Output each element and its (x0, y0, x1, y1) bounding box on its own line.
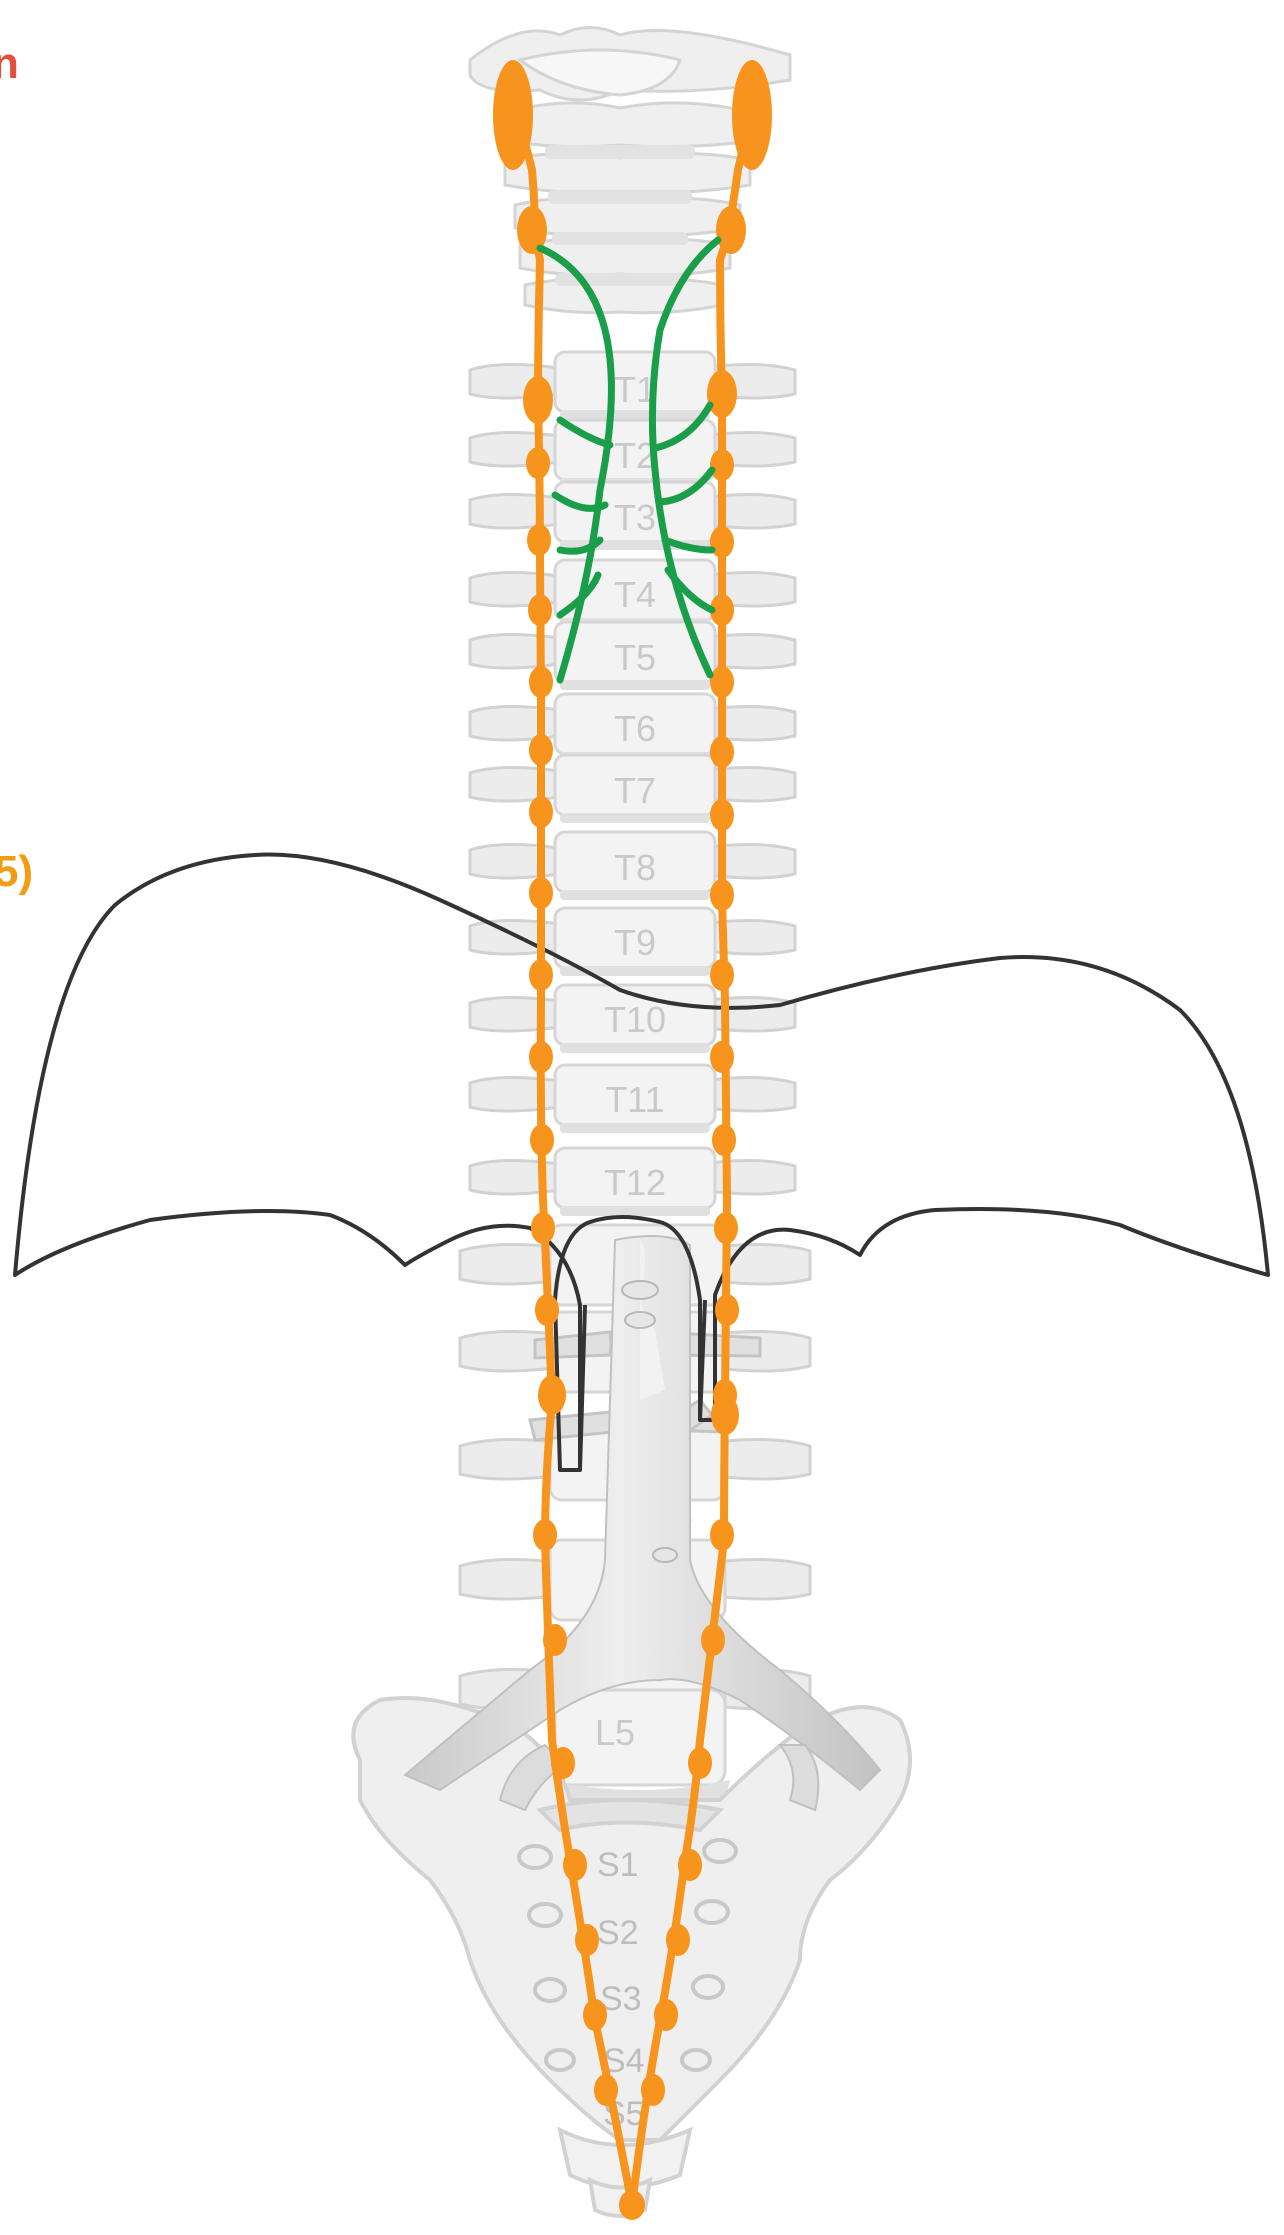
ganglion-node (529, 796, 553, 828)
ganglion-node (688, 1747, 712, 1779)
vertebra-label-t10: T10 (604, 999, 666, 1040)
vertebra-label-t4: T4 (614, 574, 656, 615)
ganglion-node (551, 1747, 575, 1779)
vertebra-t9: T9 (470, 908, 795, 976)
ganglion-node (710, 736, 734, 768)
ganglion-node (530, 1124, 554, 1156)
ganglion-node (707, 370, 737, 418)
edge-label-middle: 5) (0, 847, 33, 896)
ganglion-node (710, 666, 734, 698)
vertebra-label-t12: T12 (604, 1162, 666, 1203)
ganglion-node (529, 959, 553, 991)
ganglion-node (538, 1375, 566, 1415)
ganglion-node (529, 666, 553, 698)
vertebra-label-t7: T7 (614, 770, 656, 811)
ganglion-node (710, 526, 734, 558)
ganglion-node (701, 1624, 725, 1656)
vertebra-t4: T4 (470, 560, 795, 628)
ganglion-node (543, 1624, 567, 1656)
ganglion-node (710, 879, 734, 911)
vertebra-t2: T2 (470, 420, 795, 488)
vertebra-label-t3: T3 (614, 497, 656, 538)
ganglion-node (523, 376, 553, 424)
vertebra-t5: T5 (470, 622, 795, 690)
vertebra-label-t9: T9 (614, 922, 656, 963)
vertebra-label-t11: T11 (605, 1079, 664, 1120)
ganglion-node (528, 594, 552, 626)
ganglion-node (710, 959, 734, 991)
ganglion-node (533, 1519, 557, 1551)
ganglion-node (563, 1849, 587, 1881)
ganglion-node (710, 449, 734, 481)
vertebra-t3: T3 (470, 482, 795, 550)
vertebra-t11: T11 (470, 1065, 795, 1133)
vertebra-label-t6: T6 (614, 708, 656, 749)
vertebra-t12: T12 (470, 1148, 795, 1216)
ganglion-node (529, 734, 553, 766)
vertebra-label-t5: T5 (614, 637, 656, 678)
vertebra-label-l5: L5 (595, 1712, 635, 1753)
ganglion-node (594, 2074, 618, 2106)
vertebra-label-s1: S1 (597, 1846, 639, 1884)
ganglion-node (714, 1212, 738, 1244)
ganglion-node (529, 1041, 553, 1073)
ganglion-node (710, 1041, 734, 1073)
ganglion-node (575, 1924, 599, 1956)
ganglion-node (710, 799, 734, 831)
ganglion-node (666, 1924, 690, 1956)
vertebra-t1: T1 (470, 352, 795, 420)
ganglion-node (711, 1395, 739, 1435)
ganglion-node (527, 524, 551, 556)
vertebra-label-t8: T8 (614, 847, 656, 888)
ganglion-node (712, 1124, 736, 1156)
ganglion-node (526, 447, 550, 479)
ganglion-node (531, 1212, 555, 1244)
vertebra-t8: T8 (470, 832, 795, 900)
vertebra-label-s2: S2 (597, 1914, 639, 1952)
ganglion-node (715, 1294, 739, 1326)
edge-label-top: n (0, 39, 19, 88)
ganglion-node (641, 2074, 665, 2106)
ganglion-node (535, 1294, 559, 1326)
ganglion-impar (619, 2190, 645, 2220)
ganglion-node (583, 1999, 607, 2031)
ganglion-node (678, 1849, 702, 1881)
ganglion-node (710, 1519, 734, 1551)
ganglion-node (529, 877, 553, 909)
ganglion-node (654, 1999, 678, 2031)
vertebra-t7: T7 (470, 755, 795, 823)
vertebra-t6: T6 (470, 694, 795, 762)
